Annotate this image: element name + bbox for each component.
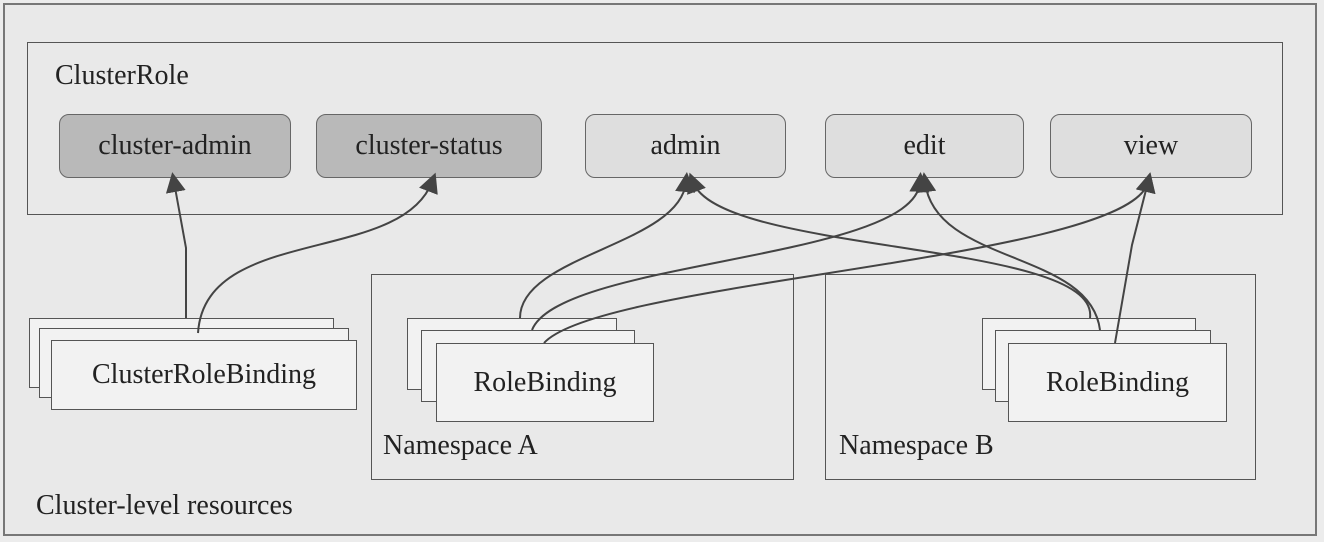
role-edit: edit xyxy=(825,114,1024,178)
namespace-b-title: Namespace B xyxy=(839,430,994,461)
clusterrole-group xyxy=(27,42,1283,215)
arrow-rb-a-to-admin xyxy=(519,172,695,319)
namespace-a-title: Namespace A xyxy=(383,430,538,461)
clusterrolebinding-card: ClusterRoleBinding xyxy=(51,340,357,410)
arrow-rb-b-to-view xyxy=(1114,172,1156,344)
namespace-b-box xyxy=(825,274,1256,480)
arrow-crb-to-cluster-status xyxy=(197,172,438,334)
role-view: view xyxy=(1050,114,1252,178)
arrow-rb-a-to-edit xyxy=(531,172,930,331)
arrow-crb-to-cluster-admin xyxy=(165,172,187,318)
arrow-rb-a-to-view xyxy=(543,172,1156,344)
arrow-rb-b-to-admin xyxy=(687,172,1092,319)
role-cluster-status: cluster-status xyxy=(316,114,542,178)
rolebinding-b-card: RoleBinding xyxy=(1008,343,1227,422)
clusterrole-title: ClusterRole xyxy=(55,60,189,91)
arrow-rb-b-to-edit xyxy=(916,172,1101,331)
namespace-a-box xyxy=(371,274,794,480)
rolebinding-a-card: RoleBinding xyxy=(436,343,654,422)
diagram-frame xyxy=(3,3,1317,536)
cluster-level-label: Cluster-level resources xyxy=(36,490,293,521)
role-admin: admin xyxy=(585,114,786,178)
